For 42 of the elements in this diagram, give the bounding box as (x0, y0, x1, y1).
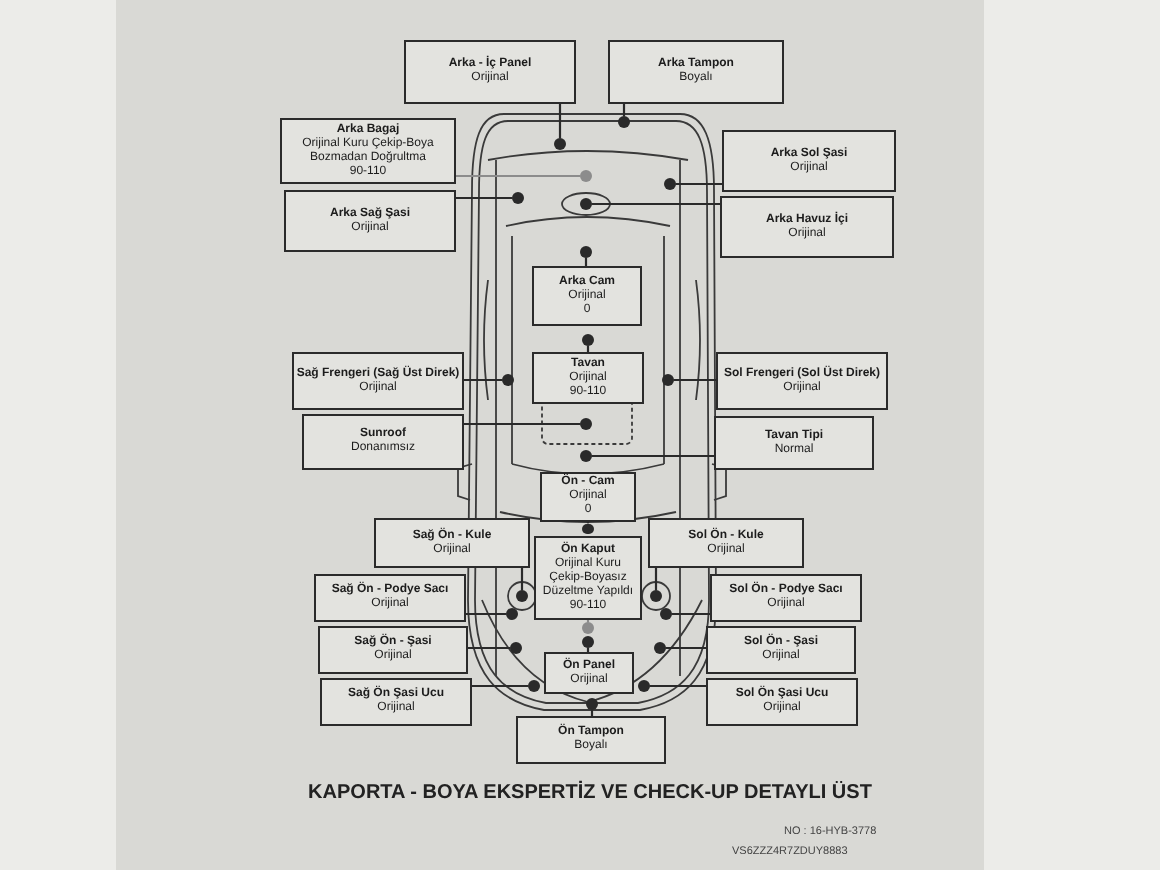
leader-line (472, 684, 529, 688)
part-label-box (534, 536, 642, 620)
leader-line (673, 378, 716, 382)
leader-line (591, 454, 714, 458)
part-label-box (318, 626, 468, 674)
leader-line (649, 684, 706, 688)
part-label-box (706, 626, 856, 674)
leader-line (558, 104, 562, 139)
leader-line (464, 422, 581, 426)
leader-line (468, 646, 511, 650)
part-label-box (608, 40, 784, 104)
leader-line (675, 182, 722, 186)
part-label-box (374, 518, 530, 568)
part-label-box (716, 352, 888, 410)
part-label-box (280, 118, 456, 184)
leader-line (456, 174, 581, 178)
part-label-box (540, 472, 636, 522)
part-label-box (284, 190, 456, 252)
leader-line (654, 568, 658, 591)
part-label-box (714, 416, 874, 470)
part-label-box (532, 266, 642, 326)
part-label-box (404, 40, 576, 104)
part-label-box (722, 130, 896, 192)
part-label-box (706, 678, 858, 726)
leader-line (466, 612, 507, 616)
part-label-box (292, 352, 464, 410)
part-label-box (720, 196, 894, 258)
leader-line (464, 378, 503, 382)
part-label-box (648, 518, 804, 568)
part-label-box (320, 678, 472, 726)
part-label-box (314, 574, 466, 622)
page-title: KAPORTA - BOYA EKSPERTİZ VE CHECK-UP DETAYLI ÜST (306, 782, 874, 806)
part-label-box (710, 574, 862, 622)
part-label-box (532, 352, 644, 404)
leader-line (591, 202, 720, 206)
leader-line (520, 568, 524, 591)
part-label-box (302, 414, 464, 470)
part-label-box (544, 652, 634, 694)
leader-line (456, 196, 513, 200)
leader-line (665, 646, 706, 650)
leader-line (671, 612, 710, 616)
part-label-box (516, 716, 666, 764)
